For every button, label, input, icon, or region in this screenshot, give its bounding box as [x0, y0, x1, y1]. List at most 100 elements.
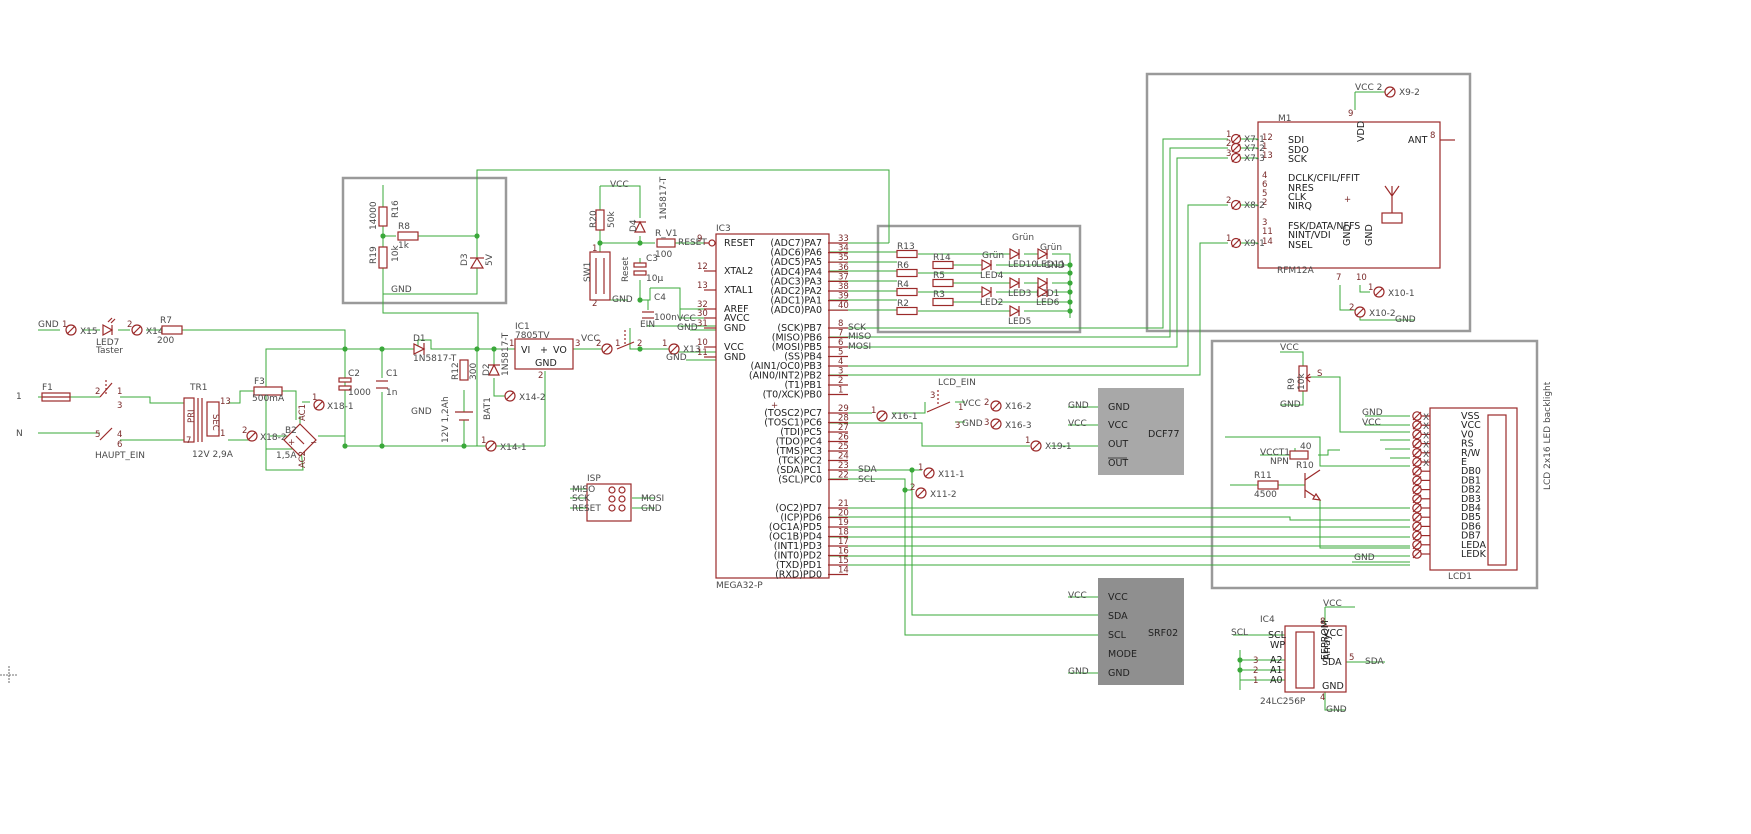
diode-d1: D1 1N5817-T — [413, 334, 457, 364]
svg-text:R19: R19 — [369, 246, 379, 264]
ic3-pin-name: (MOSI)PB5 — [772, 342, 822, 353]
ic3-mega32: IC3 MEGA32-P RESET9XTAL212XTAL113AREF32A… — [697, 224, 849, 591]
ic3-pin-name: (ADC2)PA2 — [770, 286, 822, 297]
ic3-pin-name: (SCL)PC0 — [778, 475, 822, 486]
ic3-pin-name: (ADC6)PA6 — [770, 248, 822, 259]
ic3-pin-number: 12 — [697, 262, 708, 272]
lcd-pin-name: DB6 — [1461, 521, 1481, 532]
ic3-pin-name: (INT0)PD2 — [774, 551, 822, 562]
lcd-connector-slash — [1412, 420, 1422, 430]
ic3-pin-number: 1 — [838, 386, 843, 396]
ic3-pin-name: (TXD)PD1 — [776, 560, 822, 571]
svg-text:1: 1 — [958, 403, 963, 413]
capacitor-c3: C3 10µ — [633, 254, 663, 284]
svg-text:3: 3 — [1226, 149, 1231, 159]
ic3-pin-number: 33 — [838, 234, 849, 244]
svg-text:GND: GND — [962, 419, 983, 429]
svg-text:2: 2 — [984, 398, 989, 408]
lcd-pin-name: LEDK — [1461, 549, 1487, 560]
svg-text:SDA: SDA — [1108, 611, 1128, 622]
ic3-pin-name: (SS)PB4 — [784, 352, 822, 363]
resistor-r8: R8 1k — [397, 222, 419, 251]
led-label: LED10 — [1008, 260, 1037, 270]
svg-text:DCLK/CFIL/FFIT: DCLK/CFIL/FFIT — [1288, 173, 1360, 184]
svg-text:X9-2: X9-2 — [1399, 88, 1420, 98]
ic3-pin-name: VCC — [724, 342, 744, 353]
svg-text:OUT: OUT — [1108, 439, 1128, 450]
svg-text:LCD1: LCD1 — [1448, 572, 1472, 582]
led-resistor-label: R13 — [897, 242, 915, 252]
ic3-pin-name: (ADC4)PA4 — [770, 267, 822, 278]
svg-text:CLK: CLK — [1288, 192, 1307, 203]
lcd-pin-name: E — [1461, 457, 1467, 468]
scl-net-label: SCL — [1231, 628, 1248, 638]
ic3-pin-number: 27 — [838, 423, 849, 433]
svg-text:SCL: SCL — [1268, 630, 1287, 641]
led-diode — [1009, 247, 1021, 261]
svg-text:10µ: 10µ — [646, 274, 663, 284]
svg-text:NRES: NRES — [1288, 183, 1314, 194]
lcd-pin-name: DB1 — [1461, 475, 1481, 486]
battery-bat1: BAT1 12V 1,2Ah — [441, 396, 493, 443]
rfm12-module: RFM12A M1 SDI SDO SCK DCLK/CFIL/FFIT NRE… — [1257, 109, 1455, 283]
svg-text:+: + — [1344, 195, 1351, 205]
svg-text:X7-3: X7-3 — [1244, 154, 1265, 164]
lcd-connector-label: X2 — [1423, 431, 1435, 441]
svg-text:M1: M1 — [1278, 114, 1292, 124]
svg-text:500mA: 500mA — [252, 394, 285, 404]
svg-text:SRF02: SRF02 — [1148, 628, 1178, 639]
svg-text:14: 14 — [1262, 237, 1273, 247]
lcd-connector-label: X3 — [1423, 459, 1435, 469]
svg-text:3: 3 — [930, 391, 935, 401]
svg-text:1: 1 — [117, 387, 122, 397]
svg-text:DCF77: DCF77 — [1148, 429, 1180, 440]
svg-text:1: 1 — [1368, 283, 1373, 293]
lcd-pin-name: DB7 — [1461, 531, 1481, 542]
svg-text:X7-2: X7-2 — [1244, 144, 1265, 154]
svg-text:A0: A0 — [1270, 675, 1283, 686]
svg-text:14000: 14000 — [369, 201, 379, 230]
svg-text:+: + — [540, 345, 548, 356]
led7-taster: LED7 Taster — [95, 317, 123, 356]
svg-text:D2: D2 — [482, 363, 492, 376]
svg-text:X11-2: X11-2 — [930, 490, 957, 500]
ic3-pin-name: GND — [724, 323, 746, 334]
ic3-pin-number: 7 — [838, 329, 843, 339]
svg-text:SDI: SDI — [1288, 135, 1304, 146]
svg-text:7: 7 — [1336, 273, 1341, 283]
svg-text:A1: A1 — [1270, 665, 1283, 676]
lcd-connector-label: X1 — [1423, 422, 1435, 432]
ic3-pin-name: (MISO)PB6 — [772, 333, 822, 344]
transformer-tr1: TR1 PRI SEC 12V 2,9A 131 7 — [183, 383, 234, 460]
svg-text:AC2: AC2 — [298, 451, 308, 468]
vcc-label: VCC — [1323, 599, 1342, 609]
lcd-connector-slash — [1412, 540, 1422, 550]
svg-text:1: 1 — [1253, 676, 1258, 686]
ein-label: EIN — [640, 320, 655, 330]
svg-text:2: 2 — [538, 371, 543, 381]
led-diode — [1037, 247, 1049, 261]
svg-text:1: 1 — [481, 436, 486, 446]
svg-text:1: 1 — [615, 339, 620, 349]
gnd-label: GND — [612, 295, 633, 305]
led-resistor-label: R3 — [933, 290, 945, 300]
svg-text:−: − — [310, 438, 317, 448]
svg-text:R12: R12 — [451, 362, 461, 380]
svg-text:X9-1: X9-1 — [1244, 239, 1265, 249]
svg-text:TR1: TR1 — [189, 383, 207, 393]
svg-text:MEGA32-P: MEGA32-P — [716, 581, 763, 591]
sda-net-label: SDA — [858, 465, 877, 475]
svg-text:8: 8 — [1320, 617, 1325, 627]
svg-text:R11: R11 — [1254, 471, 1272, 481]
svg-text:F3: F3 — [254, 377, 265, 387]
svg-text:2: 2 — [95, 387, 100, 397]
ic3-pin-number: 21 — [838, 499, 849, 509]
svg-text:1N5817-T: 1N5817-T — [413, 354, 457, 364]
connector-x16-3: X16-3 — [990, 418, 1032, 431]
connector-x18: X18-1 X18-2 12 — [242, 393, 354, 443]
ic3-pin-number: 30 — [697, 309, 708, 319]
